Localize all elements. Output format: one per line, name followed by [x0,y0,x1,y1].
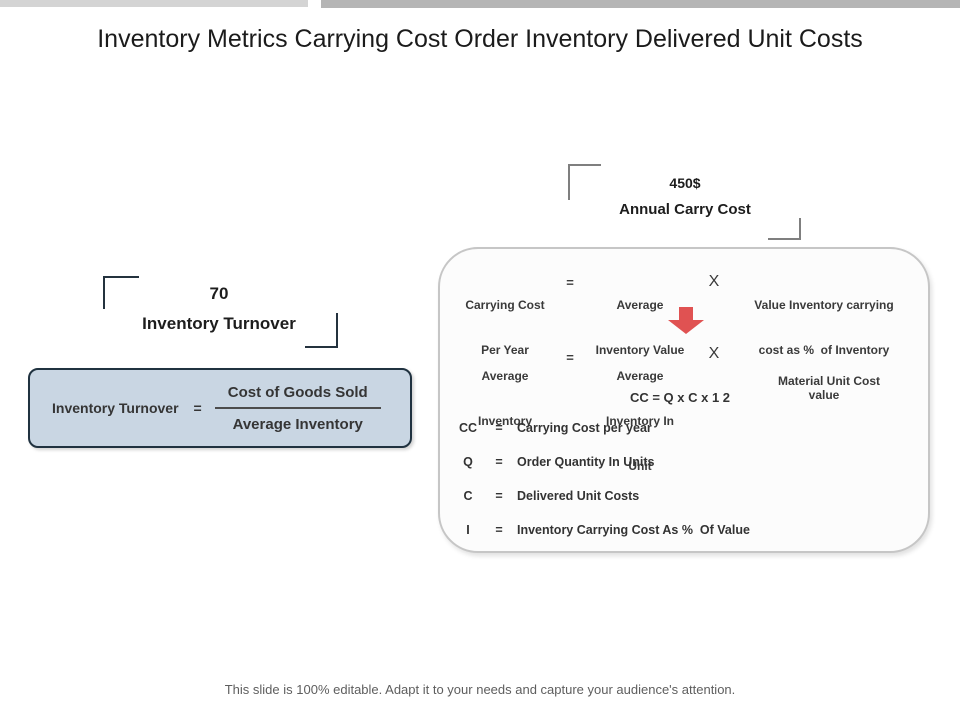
row1-mid-line1: Average [616,298,664,312]
legend-symbol: Q [463,455,473,469]
symbol-legend: CC = Carrying Cost per year Q = Order Qu… [451,421,911,537]
formula-fraction: Cost of Goods Sold Average Inventory [214,383,381,433]
inventory-turnover-formula-box: Inventory Turnover = Cost of Goods Sold … [28,368,412,448]
formula-equals-sign: = [193,400,202,416]
row1-equals-sign: = [566,275,574,290]
row1-mid: Average Inventory Value [573,268,707,388]
row2-lhs-line2: Inventory [477,414,532,428]
row1-rhs-line3: value [808,388,840,402]
row2-lhs-line1: Average [481,369,529,383]
carry-callout-bracket-topleft [568,164,601,200]
fraction-divider-line [214,406,381,409]
legend-equals-sign: = [495,489,503,503]
legend-row-c: C = Delivered Unit Costs [451,489,911,503]
row2-mid: Average Inventory In Unit [573,339,707,504]
editable-note: This slide is 100% editable. Adapt it to… [224,682,736,697]
row1-lhs-line1: Carrying Cost [465,298,545,312]
red-down-arrow-icon [668,307,704,334]
row1-lhs: Carrying Cost Per Year [448,268,562,388]
arrow-head [668,320,704,334]
legend-symbol: CC [458,421,478,435]
slide-title: Inventory Metrics Carrying Cost Order In… [97,25,863,53]
legend-meaning: Inventory Carrying Cost As % Of Value [517,523,750,537]
row1-rhs-line1: Value Inventory carrying [754,298,894,312]
legend-row-i: I = Inventory Carrying Cost As % Of Valu… [451,523,911,537]
row2-equals-sign: = [566,350,574,365]
carry-callout-bracket-bottomright [768,218,801,240]
legend-symbol: C [463,489,473,503]
fraction-numerator: Cost of Goods Sold [227,383,368,401]
legend-equals-sign: = [495,523,503,537]
row2-mid-line3: Unit [628,459,652,473]
row2-rhs-line1: Material Unit Cost [777,374,880,388]
formula-lhs-label: Inventory Turnover [52,400,179,416]
legend-row-q: Q = Order Quantity In Units [451,455,911,469]
row2-lhs: Average Inventory [448,339,562,459]
arrow-shaft [679,307,693,320]
row2-rhs: Material Unit Cost [732,344,926,419]
row1-rhs-line2: cost as % of Inventory [758,343,890,357]
turnover-value: 70 [209,284,229,303]
legend-meaning: Order Quantity In Units [517,455,655,469]
annual-carry-cost-label: Annual Carry Cost [619,201,751,218]
row1-lhs-line2: Per Year [481,343,529,357]
legend-equals-sign: = [495,455,503,469]
legend-equals-sign: = [495,421,503,435]
carrying-cost-formula-panel: Carrying Cost Per Year = Average Invento… [438,247,930,553]
fraction-denominator: Average Inventory [232,415,363,433]
legend-row-cc: CC = Carrying Cost per year [451,421,911,435]
turnover-callout-bracket-topleft [103,276,139,309]
legend-meaning: Carrying Cost per year [517,421,652,435]
turnover-callout-bracket-bottomright [305,313,338,348]
top-bar-right-segment [321,0,960,8]
row2-mid-line1: Average [616,369,664,383]
legend-meaning: Delivered Unit Costs [517,489,640,503]
annual-carry-cost-value: 450$ [669,175,701,191]
legend-symbol: I [466,523,470,537]
top-bar-left-segment [0,0,308,7]
row1-multiply-sign: X [708,273,720,290]
row2-mid-line2: Inventory In [605,414,674,428]
row2-multiply-sign: X [708,345,720,362]
cc-equation: CC = Q x C x 1 2 [629,390,731,405]
row1-mid-line2: Inventory Value [595,343,685,357]
row1-rhs: Value Inventory carrying cost as % of In… [732,268,916,433]
turnover-label: Inventory Turnover [142,314,296,333]
